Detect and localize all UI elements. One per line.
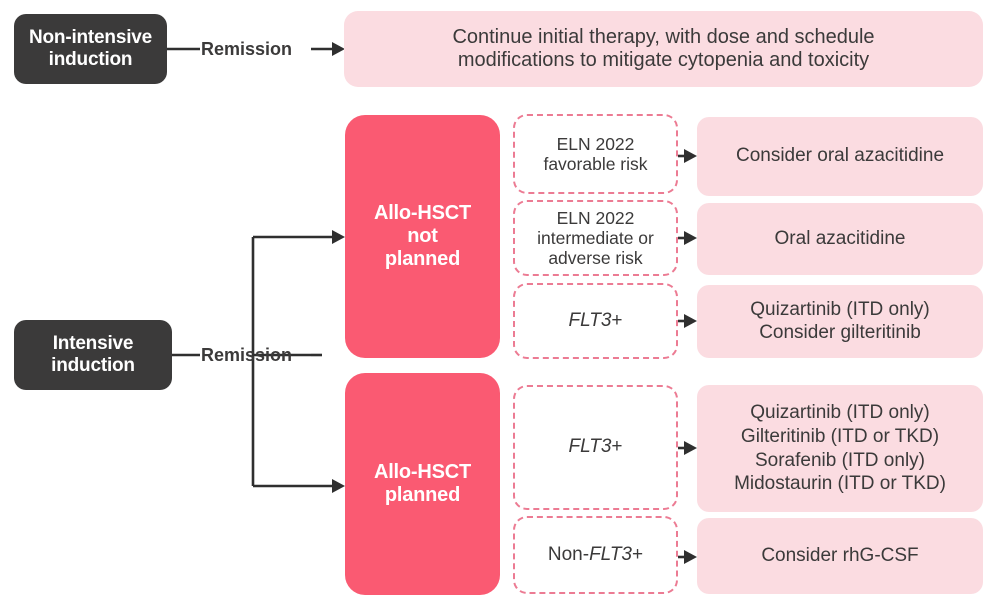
outcome-text: Oral azacitidine <box>774 227 906 249</box>
plus-sign: + <box>632 543 644 565</box>
outcome-flt3-inhibitor-list[interactable]: Quizartinib (ITD only) Gilteritinib (ITD… <box>697 385 983 512</box>
criteria-eln-intermediate-label: ELN 2022 intermediate or adverse risk <box>537 207 654 269</box>
outcome-text: Consider rhG-CSF <box>761 544 919 566</box>
arrowhead-allo-not-planned <box>332 230 345 244</box>
node-intensive-induction[interactable]: Intensive induction <box>14 320 172 390</box>
arrowhead-outcome5 <box>684 550 697 564</box>
allo-planned-label: Allo-HSCT planned <box>373 460 472 506</box>
outcome-text: Consider oral azacitidine <box>735 145 945 167</box>
non-intensive-induction-label: Non-intensive induction <box>28 26 153 70</box>
edge-label-remission-bottom: Remission <box>201 345 293 365</box>
outcome-oral-azacitidine[interactable]: Oral azacitidine <box>697 203 983 275</box>
arrowhead-outcome1 <box>684 149 697 163</box>
node-allo-hsct-planned[interactable]: Allo-HSCT planned <box>345 373 500 595</box>
gene-name-flt3: FLT3 <box>589 543 632 565</box>
criteria-flt3-label-2: FLT3+ <box>568 436 622 458</box>
criteria-eln-2022-intermediate-adverse-risk[interactable]: ELN 2022 intermediate or adverse risk <box>513 200 678 276</box>
non-prefix: Non- <box>547 543 590 565</box>
outcome-quizartinib-consider-gilteritinib[interactable]: Quizartinib (ITD only) Consider gilterit… <box>697 285 983 358</box>
criteria-eln-2022-favorable-risk[interactable]: ELN 2022 favorable risk <box>513 114 678 194</box>
plus-sign: + <box>611 309 623 331</box>
gene-name-flt3: FLT3 <box>568 436 612 458</box>
allo-not-planned-label: Allo-HSCT not planned <box>373 201 472 271</box>
outcome-consider-rhg-csf[interactable]: Consider rhG-CSF <box>697 518 983 594</box>
criteria-flt3-label: FLT3+ <box>568 310 622 332</box>
banner-text: Continue initial therapy, with dose and … <box>452 25 875 71</box>
arrowhead-outcome3 <box>684 314 697 328</box>
arrowhead-outcome2 <box>684 231 697 245</box>
plus-sign: + <box>611 436 623 458</box>
edge-label-remission-top: Remission <box>201 39 293 59</box>
outcome-consider-oral-azacitidine[interactable]: Consider oral azacitidine <box>697 117 983 196</box>
node-non-intensive-induction[interactable]: Non-intensive induction <box>14 14 167 84</box>
arrowhead-outcome4 <box>684 441 697 455</box>
outcome-continue-initial-therapy[interactable]: Continue initial therapy, with dose and … <box>344 11 983 87</box>
criteria-flt3-positive-planned[interactable]: FLT3+ <box>513 385 678 510</box>
criteria-eln-favorable-label: ELN 2022 favorable risk <box>543 133 648 174</box>
node-allo-hsct-not-planned[interactable]: Allo-HSCT not planned <box>345 115 500 358</box>
criteria-non-flt3-label: Non-FLT3+ <box>548 544 643 566</box>
criteria-non-flt3-positive[interactable]: Non-FLT3+ <box>513 516 678 594</box>
gene-name-flt3: FLT3 <box>568 309 612 331</box>
intensive-induction-label: Intensive induction <box>51 332 135 376</box>
arrowhead-allo-planned <box>332 479 345 493</box>
criteria-flt3-positive-not-planned[interactable]: FLT3+ <box>513 283 678 359</box>
outcome-text: Quizartinib (ITD only) Consider gilterit… <box>750 299 930 343</box>
outcome-text: Quizartinib (ITD only) Gilteritinib (ITD… <box>734 401 946 495</box>
